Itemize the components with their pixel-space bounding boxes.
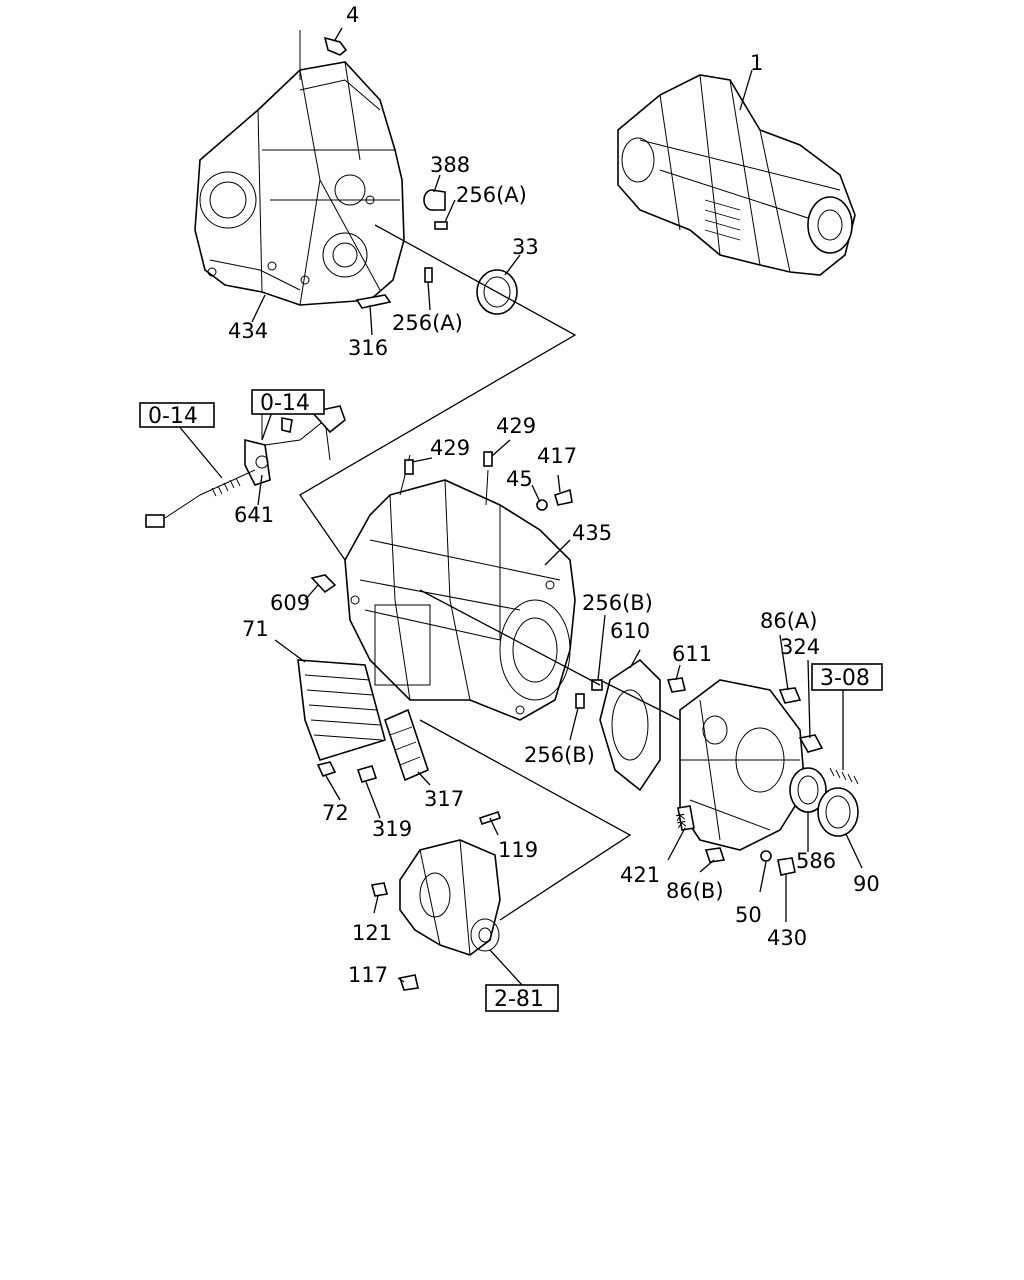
ref-label-0-14-a: 0-14 xyxy=(260,391,310,416)
callout-1: 1 xyxy=(750,51,763,75)
callout-121: 121 xyxy=(352,921,392,945)
bolt-117 xyxy=(398,974,419,991)
callout-586: 586 xyxy=(796,849,836,873)
callout-256a-1: 256(A) xyxy=(456,183,527,207)
ref-label-3-08: 3-08 xyxy=(820,666,870,691)
callout-71: 71 xyxy=(242,617,269,641)
nut-121 xyxy=(370,882,389,897)
washer-50 xyxy=(760,850,772,862)
pins-429 xyxy=(404,451,493,475)
callout-86a: 86(A) xyxy=(760,609,817,633)
bolt-319 xyxy=(356,765,378,783)
callout-610: 610 xyxy=(610,619,650,643)
ref-label-2-81: 2-81 xyxy=(494,987,544,1012)
bushing-388 xyxy=(423,189,446,211)
bolt-609 xyxy=(310,574,337,594)
clutch-housing xyxy=(194,61,405,306)
callout-421: 421 xyxy=(620,863,660,887)
bolt-4 xyxy=(299,30,348,80)
transmission-assembly xyxy=(617,74,856,276)
dowel-pin-256a xyxy=(424,221,448,283)
callout-319: 319 xyxy=(372,817,412,841)
callout-33: 33 xyxy=(512,235,539,259)
callout-316: 316 xyxy=(348,336,388,360)
gasket-317 xyxy=(384,708,429,782)
callout-45: 45 xyxy=(506,467,533,491)
callout-256b-2: 256(B) xyxy=(524,743,595,767)
stud-3-08 xyxy=(829,767,859,785)
bolt-72 xyxy=(316,761,337,777)
leader-lines xyxy=(177,27,863,986)
callout-256b-1: 256(B) xyxy=(582,591,653,615)
bolt-86a xyxy=(778,687,802,704)
callout-430: 430 xyxy=(767,926,807,950)
cover-marking: KK xyxy=(673,812,688,829)
callout-119: 119 xyxy=(498,838,538,862)
ref-box-2-81[interactable]: 2-81 xyxy=(485,984,559,1012)
callout-72: 72 xyxy=(322,801,349,825)
ref-box-0-14-b[interactable]: 0-14 xyxy=(139,402,215,429)
callout-90: 90 xyxy=(853,872,880,896)
callout-434: 434 xyxy=(228,319,268,343)
ref-box-0-14-a[interactable]: 0-14 xyxy=(251,389,325,416)
speed-sensor-641 xyxy=(145,405,346,528)
bolt-86b xyxy=(704,847,726,863)
bolt-417 xyxy=(536,488,573,511)
callout-429-b: 429 xyxy=(496,414,536,438)
callout-256a-2: 256(A) xyxy=(392,311,463,335)
transmission-case-435 xyxy=(344,454,576,721)
callout-435: 435 xyxy=(572,521,612,545)
callout-317: 317 xyxy=(424,787,464,811)
callouts: 4 1 388 256(A) 33 256(A) 434 316 429 429… xyxy=(228,3,880,987)
dowel-pin-256b xyxy=(575,679,603,709)
gasket-610 xyxy=(599,658,661,792)
callout-609: 609 xyxy=(270,591,310,615)
ref-label-0-14-b: 0-14 xyxy=(148,404,198,429)
callout-117: 117 xyxy=(348,963,388,987)
callout-417: 417 xyxy=(537,444,577,468)
pto-assembly xyxy=(399,839,501,956)
stud-324 xyxy=(798,734,824,753)
callout-4: 4 xyxy=(346,3,359,27)
callout-86b: 86(B) xyxy=(666,879,724,903)
callout-641: 641 xyxy=(234,503,274,527)
cover-plate-71 xyxy=(297,659,386,761)
plug-430 xyxy=(777,857,796,876)
seal-90 xyxy=(817,787,859,837)
callout-611: 611 xyxy=(672,642,712,666)
callout-50: 50 xyxy=(735,903,762,927)
plate-316 xyxy=(355,294,392,309)
callout-429-a: 429 xyxy=(430,436,470,460)
section-refs: 0-14 0-14 3-08 2-81 xyxy=(139,389,883,1012)
callout-388: 388 xyxy=(430,153,470,177)
callout-324: 324 xyxy=(780,635,820,659)
rear-cover-421: KK xyxy=(673,679,806,851)
ref-box-3-08[interactable]: 3-08 xyxy=(811,663,883,691)
bolt-611 xyxy=(666,677,686,693)
